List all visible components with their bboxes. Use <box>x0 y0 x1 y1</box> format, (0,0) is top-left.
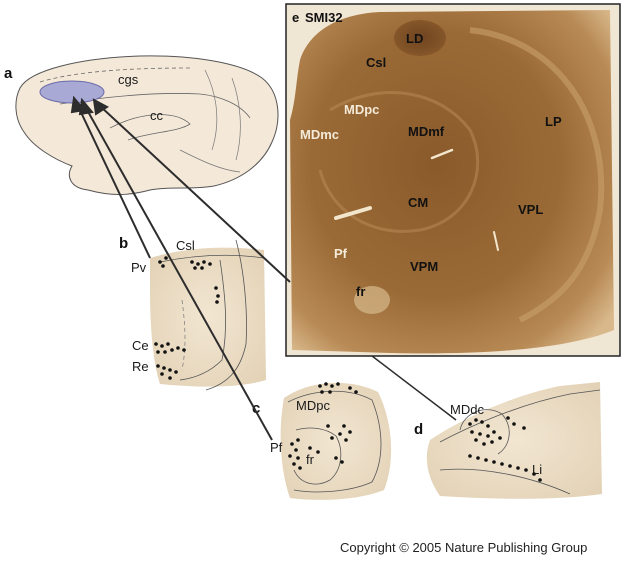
section-d-mddc-outline <box>459 409 510 455</box>
projection-arrows <box>70 95 457 441</box>
label-re: Re <box>132 359 149 374</box>
arrowhead-c <box>78 97 94 116</box>
arrowhead-e <box>92 98 109 116</box>
panel-a-letter: a <box>4 65 13 82</box>
section-b-top-line <box>159 255 265 263</box>
ld-nucleus <box>394 20 446 56</box>
panel-d-section: d MDdc Li <box>414 382 602 499</box>
label-mddc: MDdc <box>450 402 484 417</box>
panel-e-letter: e <box>292 10 299 25</box>
vessel-3 <box>493 231 499 251</box>
neuron-dots-d <box>468 416 542 482</box>
brain-outline <box>15 55 279 195</box>
label-pf-c: Pf <box>270 440 283 455</box>
gyri-lines <box>179 69 241 173</box>
arrow-from-e <box>99 105 291 283</box>
label-fr-e: fr <box>356 284 365 299</box>
label-vpl: VPL <box>518 202 543 217</box>
label-pf-e: Pf <box>334 246 348 261</box>
md-boundary <box>318 91 480 233</box>
cingulate-sulcus-dashed <box>39 67 191 83</box>
label-mdmc: MDmc <box>300 127 339 142</box>
fasciculus-retroflexus <box>354 286 390 314</box>
label-cc: cc <box>150 108 164 123</box>
panel-c-section: c MDpc Pf fr <box>252 382 392 500</box>
panel-a-brain: a cgs cc <box>4 55 279 195</box>
label-pv: Pv <box>131 260 147 275</box>
label-csl-b: Csl <box>176 238 195 253</box>
neuron-dots-b <box>154 256 220 380</box>
section-c-fill <box>280 382 392 500</box>
section-c-inner <box>293 427 342 485</box>
label-li: Li <box>532 462 542 477</box>
label-vpm: VPM <box>410 259 438 274</box>
arrow-from-b <box>77 105 151 259</box>
connector-e-to-d <box>371 355 457 421</box>
neuron-dots-c <box>288 382 358 470</box>
panel-e-micrograph: e SMI32 LD Csl MDpc MDmc MDmf LP CM VPL … <box>285 3 621 357</box>
panel-b-section: b Pv Csl Ce Re <box>119 235 266 391</box>
label-mdpc-e: MDpc <box>344 102 379 117</box>
section-b-dashed <box>181 299 186 371</box>
label-mdpc-c: MDpc <box>296 398 330 413</box>
panel-d-letter: d <box>414 421 423 438</box>
label-csl-e: Csl <box>366 55 386 70</box>
panel-c-letter: c <box>252 400 260 417</box>
thalamus-tissue <box>290 10 614 354</box>
panel-b-letter: b <box>119 235 128 252</box>
section-d-lower-line <box>439 468 571 495</box>
section-b-right-line <box>205 239 247 391</box>
copyright-notice: Copyright © 2005 Nature Publishing Group <box>340 540 588 555</box>
stain-name: SMI32 <box>305 10 343 25</box>
label-cm: CM <box>408 195 428 210</box>
label-fr-c: fr <box>306 452 315 467</box>
label-cgs: cgs <box>118 72 139 87</box>
arrow-from-c <box>85 107 273 441</box>
label-mdmf: MDmf <box>408 124 445 139</box>
section-b-fill <box>150 247 266 387</box>
section-d-top-line <box>439 389 601 443</box>
label-ld: LD <box>406 31 423 46</box>
label-ce: Ce <box>132 338 149 353</box>
reticular-band <box>469 27 605 323</box>
corpus-callosum-outline <box>109 114 191 141</box>
cortical-projection-area <box>39 80 105 104</box>
section-d-fill <box>426 382 602 499</box>
label-lp: LP <box>545 114 562 129</box>
section-b-mid-line <box>179 259 226 381</box>
vessel-1 <box>334 206 372 220</box>
vessel-2 <box>430 148 454 160</box>
